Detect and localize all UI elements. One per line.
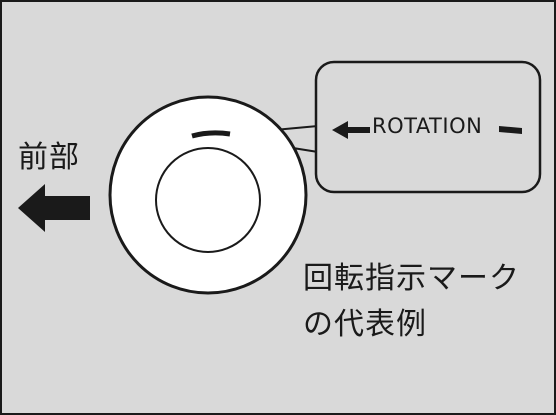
- caption: 回転指示マーク の代表例: [303, 256, 520, 348]
- callout-box: [314, 60, 542, 194]
- callout-arrow-icon: [332, 121, 370, 139]
- front-arrow-icon: [18, 184, 90, 232]
- caption-line-2: の代表例: [303, 307, 427, 342]
- callout-tail-bar: [499, 126, 522, 134]
- wheel-hub: [155, 147, 261, 253]
- front-label: 前部: [18, 140, 80, 175]
- caption-line-1: 回転指示マーク: [303, 261, 520, 296]
- rotation-mark: [191, 130, 231, 139]
- rotation-text: ROTATION: [372, 114, 483, 138]
